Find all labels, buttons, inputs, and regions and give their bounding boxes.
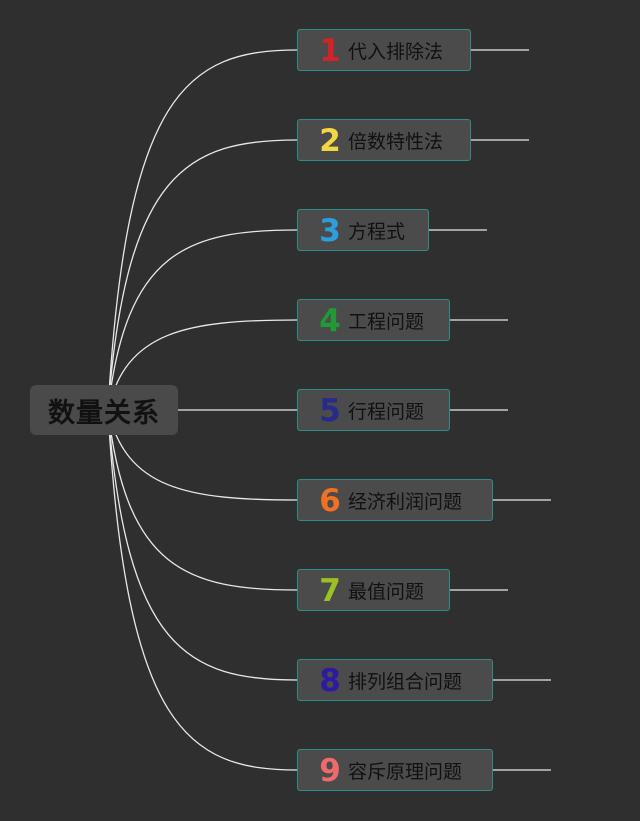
branch-label-5: 行程问题 <box>348 400 425 423</box>
branch-node-9[interactable]: 9 容斥原理问题 <box>297 749 493 791</box>
connector-4 <box>107 319 298 411</box>
branch-number-8: 8 <box>319 662 341 699</box>
branch-number-6: 6 <box>319 482 341 519</box>
branch-node-2[interactable]: 2 倍数特性法 <box>297 119 471 161</box>
branch-number-7: 7 <box>319 572 341 609</box>
branch-node-3[interactable]: 3 方程式 <box>297 209 429 251</box>
branch-node-8[interactable]: 8 排列组合问题 <box>297 659 493 701</box>
connector-6 <box>107 409 298 501</box>
branch-number-3: 3 <box>319 212 341 249</box>
branch-label-8: 排列组合问题 <box>348 670 463 693</box>
branch-node-1[interactable]: 1 代入排除法 <box>297 29 471 71</box>
branch-label-4: 工程问题 <box>348 310 425 333</box>
branch-number-5: 5 <box>319 392 341 429</box>
branch-node-4[interactable]: 4 工程问题 <box>297 299 450 341</box>
branch-label-2: 倍数特性法 <box>348 130 444 153</box>
connector-8 <box>107 409 298 681</box>
branch-label-1: 代入排除法 <box>348 40 444 63</box>
connector-1 <box>107 49 298 411</box>
branch-node-5[interactable]: 5 行程问题 <box>297 389 450 431</box>
branch-number-1: 1 <box>319 32 341 69</box>
connector-7 <box>107 409 298 591</box>
branch-node-7[interactable]: 7 最值问题 <box>297 569 450 611</box>
root-topic-label: 数量关系 <box>48 397 160 429</box>
connector-9 <box>107 409 298 771</box>
branch-label-6: 经济利润问题 <box>348 490 463 513</box>
branch-label-3: 方程式 <box>348 220 406 243</box>
connector-2 <box>107 139 298 411</box>
branch-number-9: 9 <box>319 752 341 789</box>
connector-3 <box>107 229 298 411</box>
branch-label-7: 最值问题 <box>348 580 425 603</box>
root-topic[interactable]: 数量关系 <box>30 385 178 435</box>
branch-label-9: 容斥原理问题 <box>348 760 463 783</box>
branch-node-6[interactable]: 6 经济利润问题 <box>297 479 493 521</box>
branch-number-2: 2 <box>319 122 341 159</box>
branch-number-4: 4 <box>319 302 341 339</box>
